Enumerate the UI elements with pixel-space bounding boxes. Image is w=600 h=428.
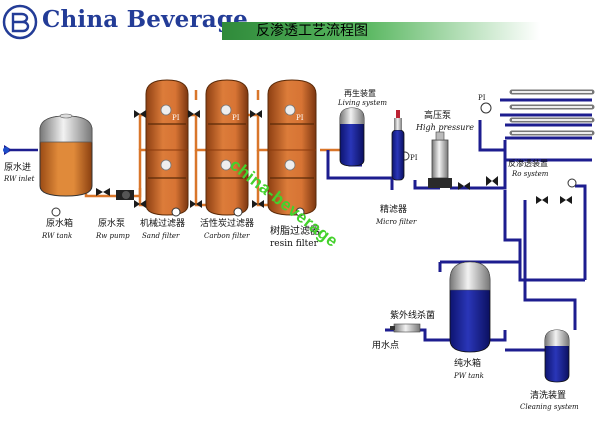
label-pi-carbon: PI <box>232 114 240 122</box>
label-use-cn: 用水点 <box>372 339 399 351</box>
rw-pump-icon <box>116 190 134 200</box>
uv-sterilizer <box>390 323 421 333</box>
label-clean-cn: 清洗装置 <box>530 389 566 401</box>
label-sand-en: Sand filter <box>142 232 180 240</box>
label-rw-inlet-cn: 原水进 <box>4 161 31 173</box>
label-pw-en: PW tank <box>453 372 484 380</box>
label-clean-en: Cleaning system <box>520 403 579 411</box>
label-rw-tank-cn: 原水箱 <box>46 217 73 229</box>
rw-inlet-arrow <box>3 145 38 155</box>
label-pi-ro: PI <box>478 94 486 102</box>
label-ro-cn: 反渗透装置 <box>508 158 548 168</box>
brand-name: China Beverage <box>42 6 249 33</box>
cleaning-tank <box>544 329 570 383</box>
title-bar: 反渗透工艺流程图 <box>222 22 540 40</box>
high-pressure-pump <box>428 131 452 188</box>
label-resin-en: resin filter <box>270 239 319 249</box>
cb-logo-icon <box>2 4 38 40</box>
label-rw-pump-en: Rw pump <box>95 232 130 240</box>
label-carbon-cn: 活性炭过滤器 <box>200 217 254 229</box>
label-micro-cn: 精滤器 <box>380 203 407 215</box>
pw-tank <box>449 261 491 353</box>
resin-filter <box>267 79 317 216</box>
label-living-en: Living system <box>337 99 387 107</box>
label-micro-en: Micro filter <box>375 218 417 226</box>
diagram-title: 反渗透工艺流程图 <box>256 23 368 39</box>
label-ro-en: Ro system <box>511 170 549 178</box>
label-living-cn: 再生装置 <box>344 88 376 98</box>
label-pi-sand: PI <box>172 114 180 122</box>
ro-membrane-rack <box>500 89 595 178</box>
label-rw-pump-cn: 原水泵 <box>98 217 125 229</box>
label-resin-cn: 树脂过滤器 <box>270 224 320 237</box>
label-carbon-en: Carbon filter <box>204 232 250 240</box>
label-hp-cn: 高压泵 <box>424 109 451 121</box>
pressure-gauge-icons <box>51 102 577 217</box>
label-hp-en: High pressure <box>415 123 474 132</box>
valve-icons <box>96 110 572 208</box>
label-pi-resin: PI <box>296 114 304 122</box>
label-rw-tank-en: RW tank <box>41 232 72 240</box>
label-pi-micro: PI <box>410 154 418 162</box>
living-system-tank <box>339 107 365 167</box>
rw-tank <box>39 113 93 197</box>
sand-filter <box>145 79 189 216</box>
label-rw-inlet-en: RW inlet <box>3 175 35 183</box>
carbon-filter <box>205 79 249 216</box>
label-sand-cn: 机械过滤器 <box>140 217 185 229</box>
micro-filter <box>391 110 405 181</box>
label-pw-cn: 纯水箱 <box>454 357 481 369</box>
labels: 原水进 RW inlet 原水箱 RW tank 原水泵 Rw pump 机械过… <box>3 88 579 411</box>
brand-header: China Beverage <box>2 4 248 40</box>
label-uv-cn: 紫外线杀菌 <box>390 309 435 321</box>
